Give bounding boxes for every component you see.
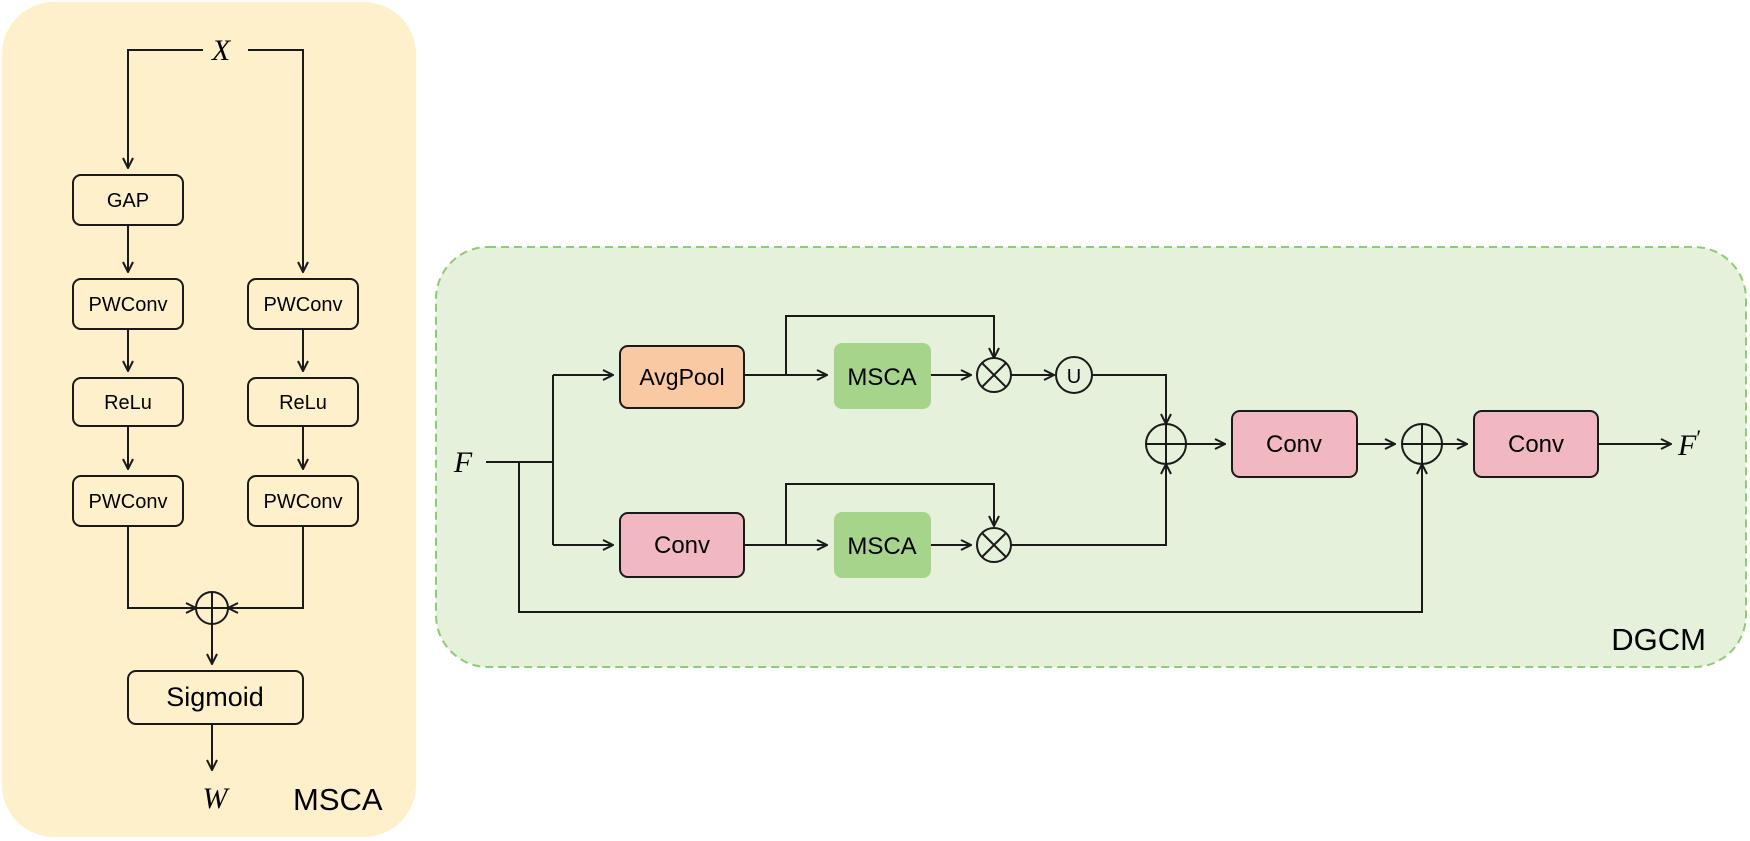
msca-right-pwconv1-label: PWConv <box>264 294 343 316</box>
dgcm-conv3-label: Conv <box>1508 431 1564 458</box>
msca-right-relu-label: ReLu <box>279 392 327 414</box>
dgcm-input-label: F <box>453 446 473 479</box>
msca-left-pwconv1-label: PWConv <box>89 294 168 316</box>
dgcm-wire-skip <box>518 462 1422 613</box>
msca-wire-right-to-sum <box>228 526 304 608</box>
dgcm-output-label: F′ <box>1677 425 1701 462</box>
msca-wire-x-right <box>248 49 303 272</box>
dgcm-bottom-msca-box <box>834 512 931 578</box>
dgcm-wire-union-sum <box>1092 374 1166 424</box>
dgcm-panel <box>435 246 1747 668</box>
dgcm-conv2-label: Conv <box>1266 431 1322 458</box>
msca-left-relu-label: ReLu <box>104 392 152 414</box>
dgcm-second-sum-icon <box>1401 423 1443 465</box>
msca-sum-icon <box>195 591 229 625</box>
msca-right-pwconv2-label: PWConv <box>264 491 343 513</box>
msca-gap-label: GAP <box>107 190 149 212</box>
dgcm-panel-title: DGCM <box>1611 622 1706 657</box>
msca-input-label: X <box>211 34 232 67</box>
dgcm-wire-bottom-mul-sum <box>1011 464 1166 546</box>
msca-sigmoid-label: Sigmoid <box>166 682 264 712</box>
dgcm-first-sum-icon <box>1145 423 1187 465</box>
dgcm-output-prime: ′ <box>1696 425 1701 450</box>
dgcm-union-label: U <box>1067 366 1081 388</box>
dgcm-conv1-label: Conv <box>654 532 710 559</box>
dgcm-wire-top-bypass <box>785 315 994 375</box>
dgcm-wire-bottom-bypass <box>785 483 994 545</box>
dgcm-bottom-multiply-icon <box>976 527 1012 563</box>
msca-output-label: W <box>203 782 231 815</box>
dgcm-top-msca-label: MSCA <box>847 364 916 391</box>
msca-sigmoid-box <box>127 670 304 725</box>
msca-wire-x-left <box>128 49 203 168</box>
dgcm-top-msca-box <box>834 343 931 409</box>
dgcm-avgpool-box <box>619 345 745 409</box>
msca-panel-title: MSCA <box>293 782 383 817</box>
dgcm-bottom-msca-label: MSCA <box>847 533 916 560</box>
msca-wire-left-to-sum <box>127 526 196 608</box>
msca-left-pwconv2-label: PWConv <box>89 491 168 513</box>
dgcm-avgpool-label: AvgPool <box>639 364 724 390</box>
dgcm-top-multiply-icon <box>976 357 1012 393</box>
